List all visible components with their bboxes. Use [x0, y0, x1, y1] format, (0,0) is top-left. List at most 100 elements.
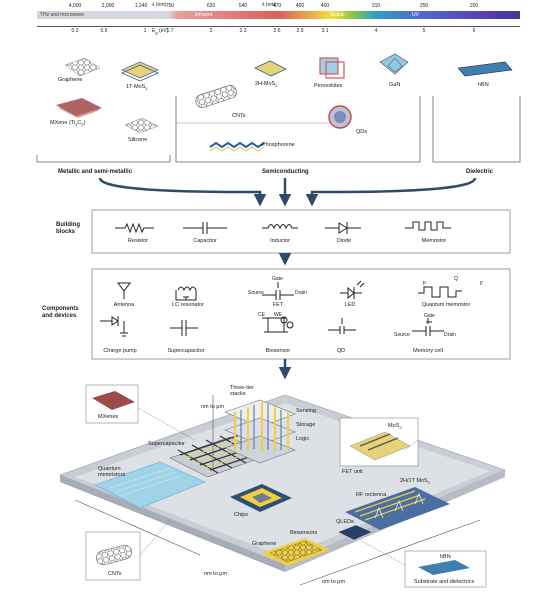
led-symbol	[340, 280, 365, 300]
graphene-chip-label: Graphene	[252, 541, 277, 547]
dielectric-category: Dielectric	[466, 169, 494, 175]
quantum-memristors-label: Quantum memristors	[98, 466, 126, 479]
hbn-label: hBN	[478, 82, 489, 88]
components-box	[91, 268, 511, 360]
mos2-2h1t-label: 2H/1T MoS2	[400, 478, 430, 486]
cnts-chip-label: CNTs	[108, 571, 122, 577]
supercapacitor-chip-label: Supercapacitor	[148, 441, 185, 447]
fet-symbol	[262, 282, 294, 300]
biosensor-symbol	[262, 317, 288, 333]
perovskites-label: Perovskites	[314, 83, 343, 89]
memristor-label: Memristor	[421, 238, 447, 244]
qd-cluster	[328, 105, 352, 129]
mos2-2h-lattice	[254, 60, 287, 77]
sensing-label: Sensing	[296, 408, 316, 414]
spectrum-thz-label: THz and microwave	[40, 12, 85, 18]
lambda-tick: 450	[295, 3, 305, 9]
lambda-tick: 2,000	[101, 3, 115, 9]
antenna-label: Antenna	[113, 302, 135, 308]
dielectric-bracket	[432, 96, 521, 163]
fet-drain-label: Drain	[295, 290, 307, 296]
semiconducting-bracket	[175, 96, 421, 163]
metallic-category: Metallic and semi-metallic	[58, 169, 133, 175]
memcell-source-label: Source	[394, 332, 410, 338]
memristor-symbol	[405, 221, 451, 231]
lambda-tick: 310	[371, 3, 381, 9]
lambda-tick: 400	[320, 3, 330, 9]
graphene-label: Graphene	[58, 77, 83, 83]
quantum-memristor-panel	[94, 461, 206, 509]
spectrum-visible-label: Visible	[330, 12, 345, 18]
diode-symbol	[325, 222, 361, 234]
phosphorene-sheet	[209, 141, 265, 152]
supercapacitor-label: Supercapacitor	[167, 348, 205, 354]
quantum-memristor-symbol	[418, 286, 462, 298]
energy-tick: 1.7	[166, 28, 174, 34]
arrow-metallic-to-blocks	[98, 177, 267, 207]
spectrum-uv-label: UV	[412, 12, 419, 18]
quantum-memristor-label: Quantum memristor	[421, 302, 471, 308]
qm-q-label: Q	[454, 276, 458, 282]
silicene-sheet	[124, 117, 159, 134]
fet-gate-label: Gate	[272, 276, 283, 282]
fet-label: FET	[272, 302, 284, 308]
silicene-label: Silicene	[128, 137, 148, 143]
electromagnetic-spectrum-bar	[37, 11, 520, 19]
three-tier-stack	[224, 399, 296, 464]
diode-label: Diode	[336, 238, 352, 244]
memory-cell-symbol	[412, 318, 444, 336]
cnts-label: CNTs	[232, 113, 246, 119]
perovskite-structure	[319, 57, 345, 79]
gan-crystal	[379, 53, 409, 75]
charge-pump-symbol	[100, 316, 128, 337]
building-blocks-box	[91, 209, 511, 254]
rf-rectenna	[345, 487, 450, 530]
nm-um-vertical-label: nm to μm	[201, 404, 225, 410]
mos2-1t-lattice	[121, 61, 159, 82]
energy-tick: 5	[422, 28, 426, 34]
inductor-label: Inductor	[270, 238, 290, 244]
component-symbols	[100, 280, 462, 337]
energy-tick: 2.3	[239, 28, 247, 34]
lambda-tick: 620	[206, 3, 216, 9]
charge-pump-label: Charge pump	[103, 348, 137, 354]
energy-tick: 2.6	[273, 28, 281, 34]
logic-label: Logic	[296, 436, 310, 442]
metallic-bracket	[36, 155, 171, 163]
scale-line-right	[299, 519, 481, 586]
qd-symbol	[328, 318, 356, 334]
led-label: LED	[344, 302, 356, 308]
mxene-ribbon	[56, 98, 102, 118]
lambda-tick: 1,240	[134, 3, 148, 9]
mxenes-label: MXenes	[98, 414, 119, 420]
biosensors-label: Biosensors	[290, 530, 318, 536]
qm-p2-label: p	[480, 280, 483, 286]
energy-tick: 4	[374, 28, 378, 34]
building-blocks-heading: Building blocks	[56, 222, 80, 236]
lambda-tick: 540	[238, 3, 248, 9]
biosensor-ce-label: CE	[258, 312, 265, 318]
three-tier-label: Three-tier stacks	[230, 385, 254, 398]
capacitor-label: Capacitor	[193, 238, 217, 244]
lambda-axis-label: λ (nm)	[152, 2, 167, 8]
energy-tick: 0.3	[71, 28, 79, 34]
qled-array	[337, 524, 373, 541]
graphene-sheet	[64, 57, 101, 77]
mxene-label: MXene (Ti3C2)	[50, 120, 86, 128]
arrow-dielectric-to-blocks	[305, 177, 477, 207]
inductor-symbol	[262, 224, 298, 230]
mos2-2h-label: 2H-MoS2	[255, 81, 278, 89]
energy-tick: 2	[209, 28, 213, 34]
scale-line-left	[74, 499, 201, 556]
memcell-drain-label: Drain	[444, 332, 456, 338]
qd-label: QD	[336, 348, 346, 354]
energy-tick: 1	[143, 28, 147, 34]
lambda-tick: 470	[272, 3, 282, 9]
lambda-axis-label-2: λ (nm)	[262, 2, 277, 8]
components-heading: Components and devices	[42, 306, 79, 320]
energy-tick: 3.1	[321, 28, 329, 34]
biosensor-label: Biosensor	[265, 348, 291, 354]
energy-tick: 0.6	[100, 28, 108, 34]
lc-resonator-label: LC resonator	[172, 302, 204, 308]
